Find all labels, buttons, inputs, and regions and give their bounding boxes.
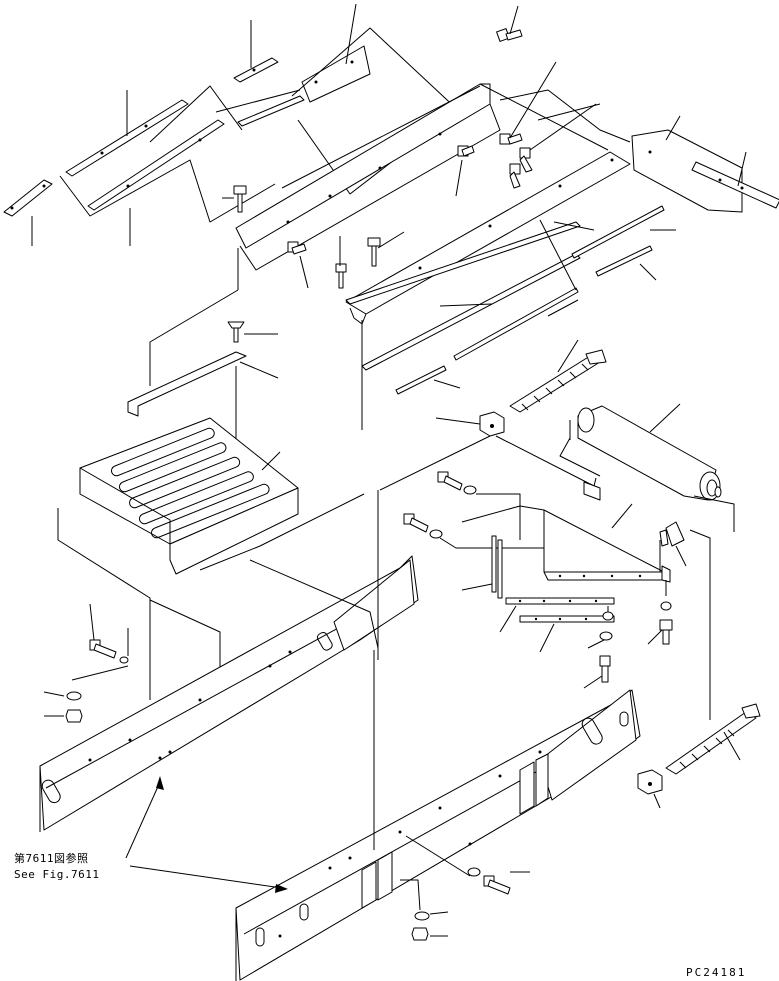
strip-1 — [345, 221, 581, 305]
right-short-strip — [691, 161, 779, 209]
small-plate-left — [3, 179, 53, 217]
right-small-cover — [631, 129, 743, 213]
flat-strip-1 — [505, 597, 615, 605]
step-plate — [127, 351, 247, 417]
reference-japanese: 第7611図参照 — [14, 852, 89, 865]
right-long-rail — [345, 151, 631, 315]
gusset-1 — [361, 861, 377, 909]
bolt-pair-mid — [335, 231, 405, 289]
roller-assembly — [403, 339, 735, 720]
strip-2 — [361, 253, 581, 371]
idler-roller — [577, 405, 717, 501]
slanted-strips — [345, 205, 676, 395]
nut-left — [65, 709, 83, 723]
right-frame-rail — [235, 689, 641, 981]
drawing-code: PC24181 — [686, 966, 747, 979]
rail-bracket-left — [333, 559, 415, 651]
top-cover-group — [3, 3, 779, 325]
strip-6 — [595, 245, 653, 277]
step-assembly — [57, 248, 365, 716]
washer-left — [66, 691, 82, 701]
top-bolts — [222, 5, 597, 289]
strip-3 — [395, 365, 447, 395]
threaded-rod-lower — [665, 711, 757, 775]
bolt-stack-right — [499, 61, 597, 189]
bracket-base — [543, 571, 665, 581]
bracket-tab — [583, 481, 601, 501]
main-long-cover — [235, 83, 491, 249]
frame-rail-left — [39, 555, 419, 831]
step-grating-front — [169, 487, 299, 575]
bolt-center — [455, 145, 475, 197]
grating-slots — [111, 427, 270, 539]
long-strip-left — [65, 99, 189, 177]
short-strip-mid — [237, 95, 305, 127]
lower-rod-assembly — [637, 703, 761, 809]
step-grating-side — [79, 467, 171, 545]
connector-lines — [249, 320, 661, 850]
nut-right — [411, 927, 429, 941]
right-fasteners — [400, 835, 530, 941]
bolt-left-angled — [287, 241, 309, 289]
cover-plate-mid — [87, 119, 225, 211]
vertical-plate-2 — [497, 539, 503, 599]
left-frame-rail — [39, 555, 419, 832]
triangle-bracket — [543, 509, 665, 573]
gusset-2 — [377, 851, 393, 901]
countersunk-screw — [227, 321, 278, 343]
bolt-left-vertical — [222, 185, 247, 213]
top-cover-plate — [301, 45, 371, 103]
strip-5 — [571, 205, 665, 259]
strip-4 — [453, 287, 579, 361]
reference-arrows — [125, 776, 288, 893]
reference-english: See Fig.7611 — [14, 868, 100, 881]
bolt-top-right — [496, 5, 523, 42]
short-strip-top — [233, 57, 279, 83]
left-fasteners — [43, 603, 129, 723]
vertical-plate-1 — [491, 535, 497, 593]
threaded-rod-upper — [509, 355, 601, 413]
flat-strip-2 — [519, 615, 615, 623]
small-right-bracket — [665, 521, 685, 547]
